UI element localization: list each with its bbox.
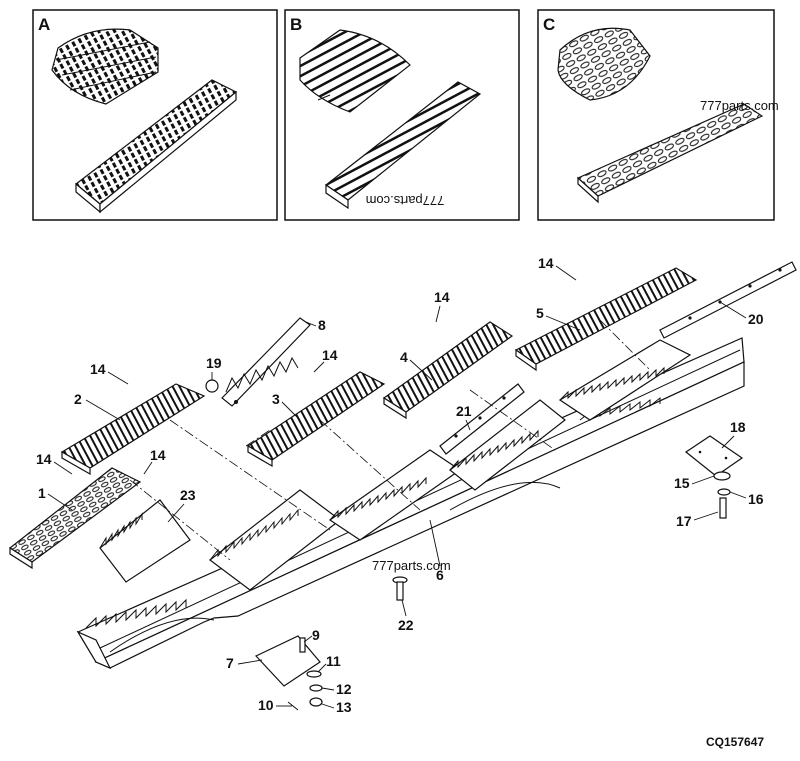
callout-2: 2 (74, 391, 82, 407)
callout-17: 17 (676, 513, 692, 529)
callout-10: 10 (258, 697, 274, 713)
sieve-4 (382, 321, 514, 420)
callout-12: 12 (336, 681, 352, 697)
callout-16: 16 (748, 491, 764, 507)
callout-6: 6 (436, 567, 444, 583)
callout-7: 7 (226, 655, 234, 671)
callout-14e: 14 (434, 289, 450, 305)
callout-19: 19 (206, 355, 222, 371)
panel-b-inset (299, 29, 411, 113)
panel-c-inset (557, 27, 651, 101)
callout-20: 20 (748, 311, 764, 327)
callout-13: 13 (336, 699, 352, 715)
sieve-5 (514, 267, 698, 372)
bolt-22 (392, 576, 408, 601)
panel-c-sieve (576, 103, 764, 204)
callout-1: 1 (38, 485, 46, 501)
callout-14a: 14 (36, 451, 52, 467)
panel-a-sieve (75, 79, 238, 214)
strip-20 (659, 261, 797, 339)
callout-14f: 14 (538, 255, 554, 271)
callout-9: 9 (312, 627, 320, 643)
callout-21: 21 (456, 403, 472, 419)
callout-8: 8 (318, 317, 326, 333)
panel-c-watermark: 777parts.com (700, 98, 779, 113)
main-watermark: 777parts.com (372, 558, 451, 573)
callout-15: 15 (674, 475, 690, 491)
callout-14c: 14 (150, 447, 166, 463)
panel-b-watermark: 777parts.com (366, 193, 445, 208)
bracket-23 (99, 499, 191, 583)
sieve-2 (60, 383, 206, 476)
panel-a: A (32, 9, 278, 221)
main-assembly (8, 261, 797, 711)
diagram-reference: CQ157647 (706, 735, 764, 749)
panel-a-letter: A (38, 15, 50, 34)
panel-b-chaffer (324, 81, 482, 210)
panel-b-letter: B (290, 15, 302, 34)
panel-a-inset (51, 28, 159, 105)
callout-3: 3 (272, 391, 280, 407)
callout-23: 23 (180, 487, 196, 503)
panel-b: B 777parts.com (284, 9, 520, 221)
panel-c-letter: C (543, 15, 555, 34)
panel-c: C 777parts.com (537, 9, 779, 221)
sieve-3 (246, 371, 386, 468)
plate-18 (684, 435, 744, 519)
callouts: 1 2 3 4 5 6 7 8 9 10 11 12 13 14 14 14 1… (36, 255, 764, 715)
callout-14b: 14 (90, 361, 106, 377)
bracket-7 (255, 635, 323, 711)
callout-18: 18 (730, 419, 746, 435)
callout-4: 4 (400, 349, 408, 365)
toothed-bracket-8 (221, 317, 311, 407)
callout-14d: 14 (322, 347, 338, 363)
sieve-1 (8, 467, 142, 570)
callout-5: 5 (536, 305, 544, 321)
bolt-19 (205, 379, 219, 393)
callout-11: 11 (326, 653, 341, 669)
callout-22: 22 (398, 617, 414, 633)
bracket-21 (439, 383, 525, 455)
